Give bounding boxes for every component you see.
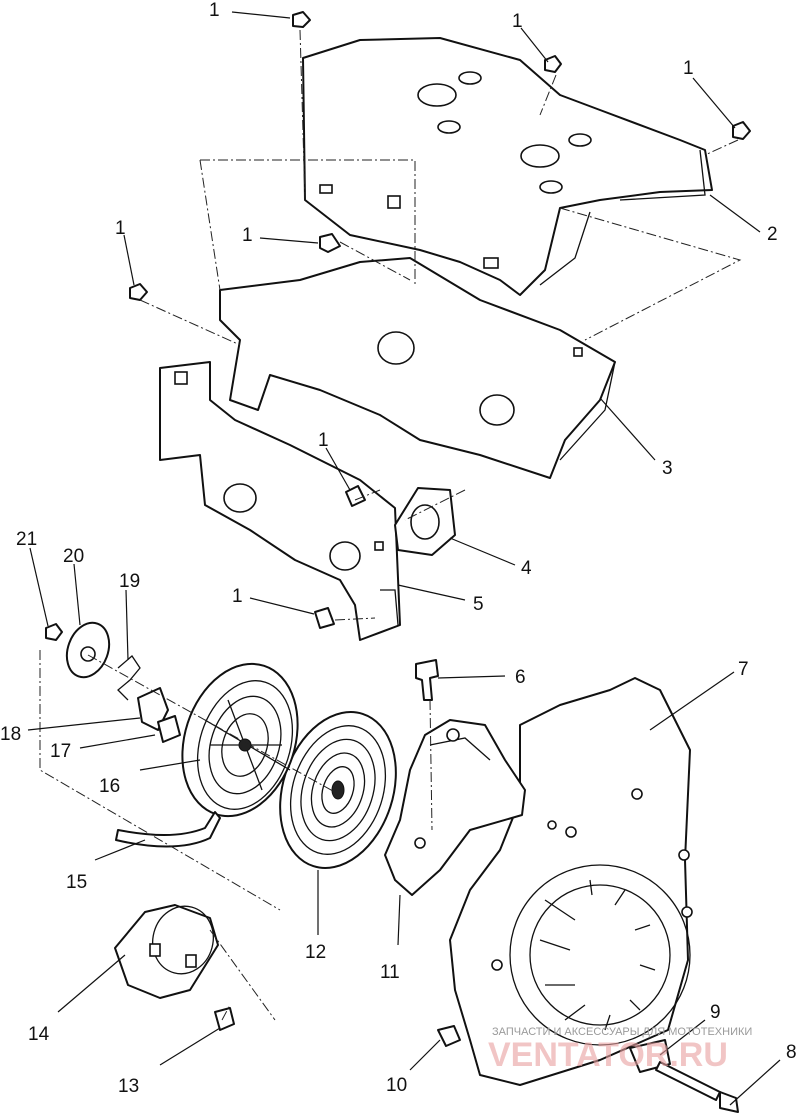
callout-10: 10 xyxy=(386,1075,407,1096)
nut-part-1-left xyxy=(129,283,148,301)
callout-8: 8 xyxy=(786,1042,797,1063)
callout-3: 3 xyxy=(662,458,673,479)
callout-1-lower: 1 xyxy=(232,586,243,607)
bracket-part-11 xyxy=(384,719,526,896)
callout-1-mid: 1 xyxy=(242,225,253,246)
callout-18: 18 xyxy=(0,724,21,745)
callout-12: 12 xyxy=(305,942,326,963)
screw-part-13 xyxy=(214,1007,235,1031)
blower-housing-part-7 xyxy=(449,677,693,1086)
callout-6: 6 xyxy=(515,667,526,688)
callout-20: 20 xyxy=(63,546,84,567)
callout-4: 4 xyxy=(521,558,532,579)
callout-labels: 1 1 1 1 1 1 1 2 3 4 5 6 7 8 9 10 11 12 1… xyxy=(0,0,797,1097)
gasket-part-4 xyxy=(394,487,456,556)
watermark-logo: VENTATOR.RU xyxy=(488,1036,728,1074)
callout-1-top-left: 1 xyxy=(209,0,220,21)
callout-2: 2 xyxy=(767,224,778,245)
nut-part-10 xyxy=(437,1025,461,1047)
nut-part-1-top-center xyxy=(544,55,562,73)
callout-1-top-right: 1 xyxy=(683,58,694,79)
watermark: VENTATOR.RU ЗАПЧАСТИ И АКСЕССУАРЫ ДЛЯ МО… xyxy=(488,1026,752,1074)
bolt-part-8 xyxy=(655,1061,739,1113)
callout-19: 19 xyxy=(119,571,140,592)
watermark-caption: ЗАПЧАСТИ И АКСЕССУАРЫ ДЛЯ МОТОТЕХНИКИ xyxy=(492,1026,752,1038)
callout-15: 15 xyxy=(66,872,87,893)
bolt-part-6 xyxy=(415,659,439,701)
callout-9: 9 xyxy=(710,1002,721,1023)
leader-lines xyxy=(27,11,781,1106)
screw-part-1-center xyxy=(345,485,366,507)
callout-1-left: 1 xyxy=(115,218,126,239)
callout-11: 11 xyxy=(380,962,400,983)
callout-17: 17 xyxy=(50,741,71,762)
callout-5: 5 xyxy=(473,594,484,615)
callout-7: 7 xyxy=(738,659,749,680)
callout-1-top-center: 1 xyxy=(512,11,523,32)
side-bracket-part-5 xyxy=(159,361,401,641)
nut-part-1-top-left xyxy=(292,11,311,28)
alignment-lines xyxy=(39,29,742,1021)
callout-21: 21 xyxy=(16,529,37,550)
middle-shroud-part-3 xyxy=(219,257,616,479)
nut-part-1-top-right xyxy=(732,121,751,140)
pulley-part-16 xyxy=(181,662,299,818)
screw-part-1-lower xyxy=(314,607,335,629)
callout-14: 14 xyxy=(28,1024,50,1045)
starter-rope-part-15 xyxy=(115,811,221,848)
screw-part-1-mid xyxy=(319,233,341,253)
fasteners xyxy=(129,11,751,1113)
callout-13: 13 xyxy=(118,1076,139,1097)
small-parts-group xyxy=(45,621,181,743)
callout-16: 16 xyxy=(99,776,120,797)
callout-1-center: 1 xyxy=(318,430,329,451)
top-shroud-part-2 xyxy=(302,37,713,296)
cup-part-14 xyxy=(114,904,219,999)
